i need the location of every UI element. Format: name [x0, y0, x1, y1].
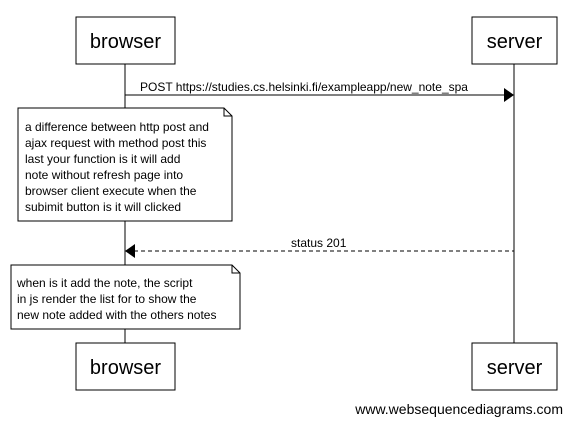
participant-browser-bottom: browser	[75, 342, 176, 391]
message-status: status 201	[125, 236, 514, 258]
note-1-line-4: note without refresh page into	[25, 168, 183, 182]
message-post-arrowhead	[504, 88, 514, 102]
message-post-label: POST https://studies.cs.helsinki.fi/exam…	[140, 80, 468, 94]
message-post: POST https://studies.cs.helsinki.fi/exam…	[125, 80, 514, 102]
note-1-line-5: browser client execute when the	[25, 184, 197, 198]
participant-server-top: server	[471, 16, 558, 65]
note-2-line-1: when is it add the note, the script	[16, 276, 193, 290]
note-1: a difference between http post and ajax …	[17, 107, 233, 222]
note-2: when is it add the note, the script in j…	[10, 264, 241, 330]
participant-server-bottom: server	[471, 342, 558, 391]
note-1-line-2: ajax request with method post this	[25, 136, 206, 150]
participant-server-bottom-label: server	[487, 357, 543, 379]
participant-browser-top: browser	[75, 16, 176, 65]
note-2-line-2: in js render the list for to show the	[17, 292, 197, 306]
participant-server-top-label: server	[487, 31, 543, 53]
note-2-line-3: new note added with the others notes	[17, 308, 216, 322]
note-2-fold	[231, 265, 240, 274]
participant-browser-top-label: browser	[90, 31, 161, 53]
watermark: www.websequencediagrams.com	[355, 401, 563, 417]
message-status-arrowhead	[125, 244, 135, 258]
note-1-line-1: a difference between http post and	[25, 120, 209, 134]
note-1-line-6: subimit button is it will clicked	[25, 200, 181, 214]
note-1-fold	[223, 108, 232, 117]
message-status-label: status 201	[291, 236, 347, 250]
note-1-line-3: last your function is it will add	[25, 152, 180, 166]
participant-browser-bottom-label: browser	[90, 357, 161, 379]
